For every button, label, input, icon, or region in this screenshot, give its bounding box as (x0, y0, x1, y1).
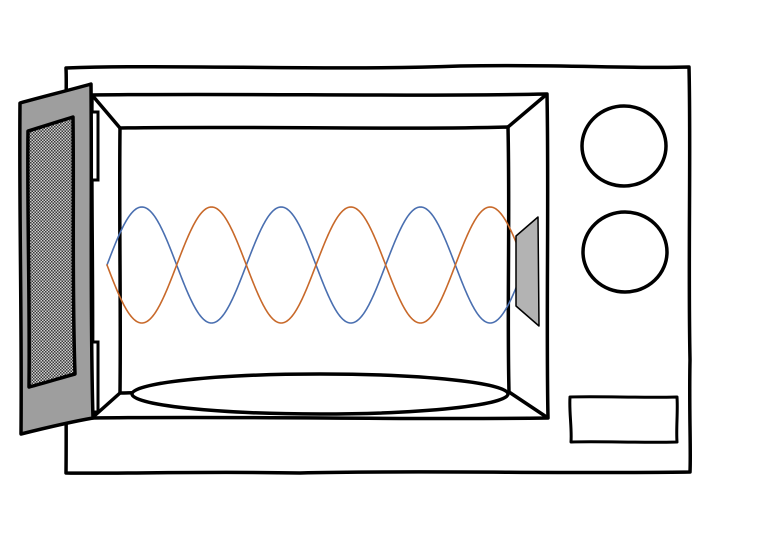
cavity-corner-bottom-left (90, 391, 122, 420)
turntable-plate (130, 372, 510, 416)
door-mesh-window (26, 115, 77, 389)
standing-wave-phase-b (106, 206, 526, 324)
control-knob-top[interactable] (580, 104, 668, 188)
cavity-corner-bottom-right (508, 390, 549, 420)
control-knob-bottom[interactable] (581, 210, 669, 294)
control-display-panel[interactable] (568, 395, 679, 444)
cavity-corner-top-right (506, 92, 549, 129)
magnetron-emitter (515, 216, 540, 327)
cavity-corner-top-left (90, 93, 122, 130)
